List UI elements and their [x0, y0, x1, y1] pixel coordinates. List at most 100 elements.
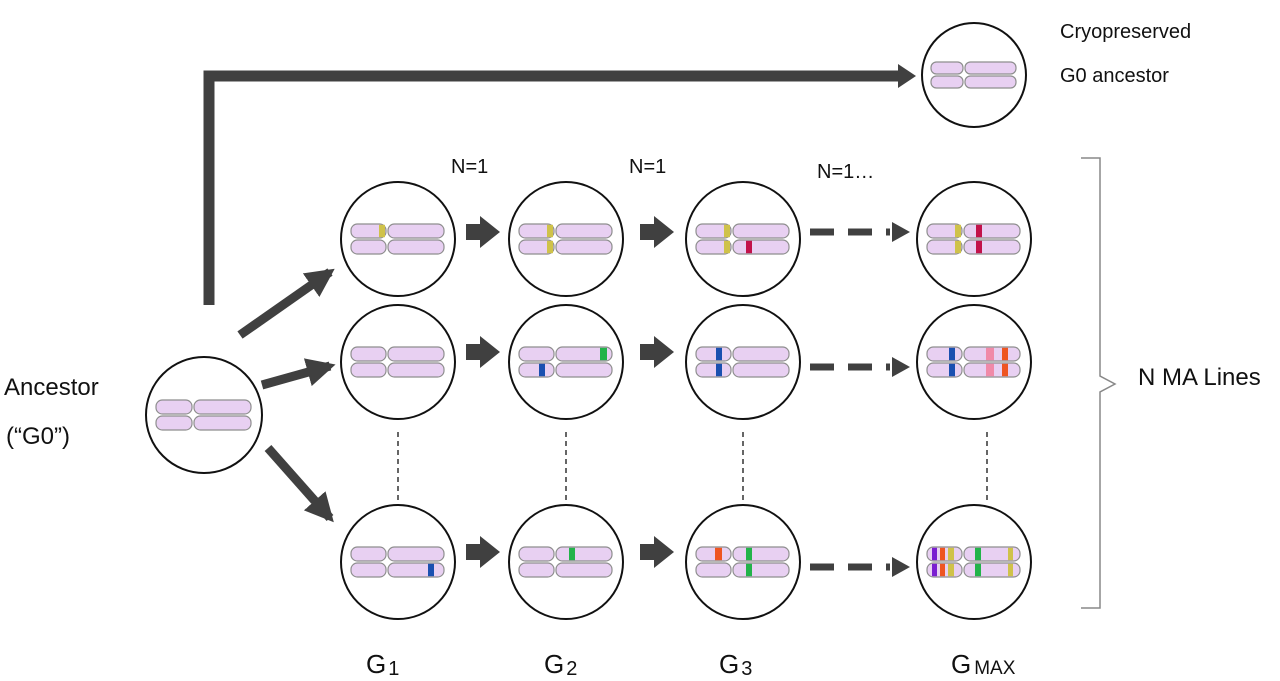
mutation-band-purple [932, 563, 937, 577]
cell-line3-g3 [685, 504, 801, 620]
cryopreserved-g0-label: G0 ancestor [1060, 65, 1169, 87]
arrow-g2-g3-line2 [640, 336, 674, 368]
n1-label-g3-gmax: N=1… [817, 161, 874, 183]
mutation-band-purple [932, 547, 937, 561]
chromosome-arm [555, 223, 613, 239]
arrow-g2-g3-line1 [640, 216, 674, 248]
mutation-band-blue [716, 363, 722, 377]
chromosome-arm [732, 346, 790, 362]
chromosome-arm [350, 546, 387, 562]
cell-membrane [145, 356, 263, 474]
dashed-arrowhead-line1 [892, 222, 910, 242]
chromosome-arm [555, 362, 613, 378]
chromosome-arm [155, 415, 193, 431]
chromosome-arm [964, 61, 1017, 75]
mutation-band-green [569, 547, 575, 561]
cell-membrane [916, 181, 1032, 297]
chromosome-arm [695, 362, 732, 378]
chromosome-arm [555, 562, 613, 578]
chromosome-arm [963, 239, 1021, 255]
cell-line1-g2 [508, 181, 624, 297]
mutation-band-yellow [724, 224, 730, 238]
mutation-band-yellow [948, 563, 954, 577]
cryopreservation-arrowhead [898, 64, 916, 88]
generation-g2-sub: 2 [566, 658, 577, 680]
mutation-band-green [975, 563, 981, 577]
chromosome-arm [350, 346, 387, 362]
dashed-arrowheads [892, 222, 910, 577]
mutation-band-pink [986, 363, 994, 377]
mutation-band-green [746, 563, 752, 577]
mutation-band-yellow [1008, 547, 1013, 561]
chromosome-arm [518, 362, 555, 378]
cell-membrane [508, 304, 624, 420]
chromosome-arm [193, 399, 252, 415]
generation-gmax-sub: MAX [974, 658, 1016, 679]
generation-g2-main: G [544, 649, 564, 679]
chromosome-arm [926, 362, 963, 378]
mutation-band-green [600, 347, 607, 361]
mutation-band-green [746, 547, 752, 561]
chromosome-arm [387, 346, 445, 362]
mutation-band-yellow [547, 240, 553, 254]
n-ma-lines-label: N MA Lines [1138, 364, 1261, 391]
chromosome-arm [555, 346, 613, 362]
mutation-band-orange [715, 547, 722, 561]
chromosome-arm [695, 223, 732, 239]
cell-line3-g1 [340, 504, 456, 620]
chromosome-arm [387, 239, 445, 255]
chromosome-arm [350, 362, 387, 378]
cell-line1-g1 [340, 181, 456, 297]
mutation-band-yellow [955, 224, 961, 238]
generation-g1-sub: 1 [388, 658, 399, 680]
ancestor-label: Ancestor [4, 374, 99, 401]
cell-cryopreserved [921, 22, 1027, 128]
cryopreserved-label: Cryopreserved [1060, 21, 1191, 43]
chromosome-arm [387, 562, 445, 578]
cell-membrane [685, 181, 801, 297]
chromosome-arm [695, 346, 732, 362]
chromosome-arm [732, 546, 790, 562]
n1-label-g2-g3: N=1 [629, 156, 666, 178]
generation-arrows [466, 216, 674, 568]
chromosome-arm [732, 562, 790, 578]
cell-membrane [685, 504, 801, 620]
arrow-g1-g2-line2 [466, 336, 500, 368]
chromosome-arm [518, 223, 555, 239]
chromosome-arm [695, 546, 732, 562]
chromosome-arm [518, 562, 555, 578]
generation-gmax-main: G [951, 649, 971, 679]
chromosome-arm [350, 223, 387, 239]
chromosome-arm [350, 562, 387, 578]
mutation-band-crimson [976, 224, 982, 238]
chromosome-arm [930, 75, 964, 89]
cell-membrane [916, 504, 1032, 620]
generation-g3-main: G [719, 649, 739, 679]
chromosome-arm [387, 223, 445, 239]
chromosome-arm [518, 346, 555, 362]
mutation-band-yellow [379, 224, 385, 238]
arrow-g1-g2-line1 [466, 216, 500, 248]
chromosome-arm [518, 239, 555, 255]
cell-line2-g3 [685, 304, 801, 420]
chromosome-arm [695, 562, 732, 578]
mutation-band-yellow [724, 240, 730, 254]
chromosome-arm [926, 223, 963, 239]
ancestor-to-line2-arrow [260, 358, 336, 390]
generation-g3-sub: 3 [741, 658, 752, 680]
dashed-arrowhead-line2 [892, 357, 910, 377]
cell-membrane [685, 304, 801, 420]
cell-line3-g2 [508, 504, 624, 620]
chromosome-arm [964, 75, 1017, 89]
cell-line2-gmax [916, 304, 1032, 420]
chromosome-arm [732, 239, 790, 255]
generation-g1-main: G [366, 649, 386, 679]
ma-lines-bracket [1081, 157, 1117, 609]
cell-membrane [916, 304, 1032, 420]
cell-membrane [340, 181, 456, 297]
cell-line2-g2 [508, 304, 624, 420]
arrow-g1-g2-line3 [466, 536, 500, 568]
chromosome-arm [387, 546, 445, 562]
mutation-band-yellow [955, 240, 961, 254]
